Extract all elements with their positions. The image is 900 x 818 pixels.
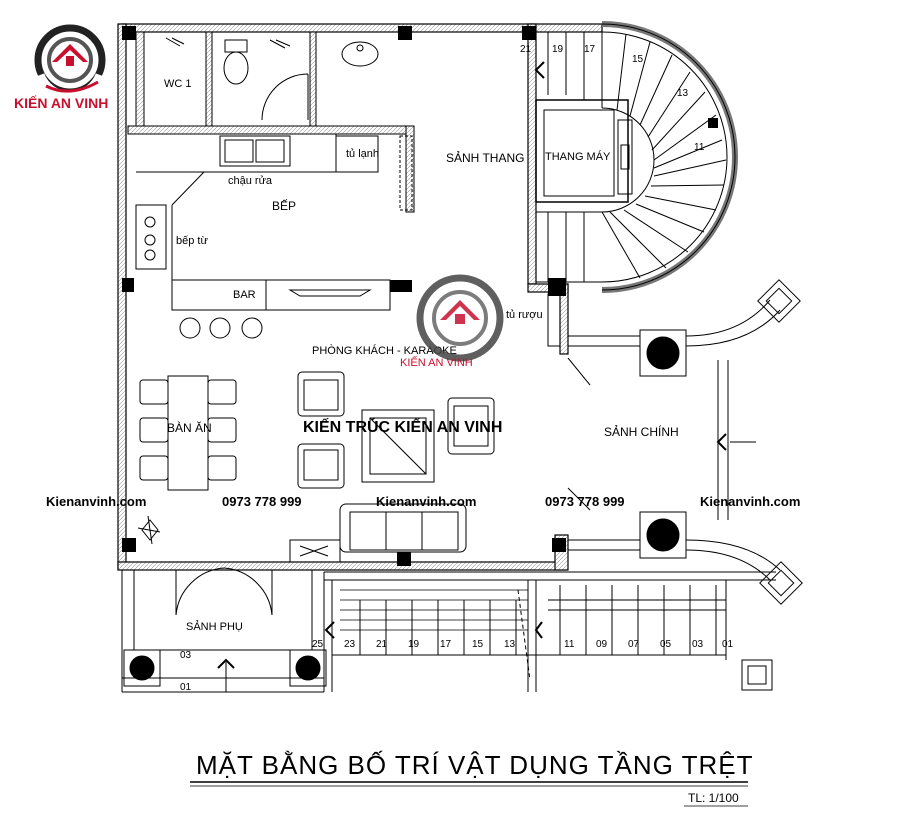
room-label-dining: BÀN ĂN xyxy=(167,420,212,435)
room-label-kitchen: BẾP xyxy=(272,198,296,213)
stair-step-label: 09 xyxy=(596,639,608,650)
room-label-sink: chậu rửa xyxy=(228,175,273,187)
room-label-bar: BAR xyxy=(233,289,256,301)
watermark-logo-text: KIẾN AN VINH xyxy=(400,356,473,369)
stair-step-label: 17 xyxy=(440,639,452,650)
room-label-elevator: THANG MÁY xyxy=(545,150,611,163)
side-lobby xyxy=(121,567,327,693)
stair-step-label: 13 xyxy=(677,88,689,99)
watermark-website: Kienanvinh.com xyxy=(700,494,800,509)
stair-step-label: 03 xyxy=(692,639,704,650)
stair-step-label: 21 xyxy=(520,44,532,55)
stair-step-label: 15 xyxy=(472,639,484,650)
stair-step-label: 11 xyxy=(564,639,575,650)
watermark-logo xyxy=(416,274,504,362)
drawing-scale: TL: 1/100 xyxy=(688,791,739,805)
wine-cabinet xyxy=(547,293,561,347)
kitchen xyxy=(135,125,415,339)
watermark-website: Kienanvinh.com xyxy=(46,494,146,509)
stair-step-label: 03 xyxy=(180,650,192,661)
room-label-wine-cabinet: tủ rượu xyxy=(506,309,543,321)
watermark-center-text: KIẾN TRÚC KIẾN AN VINH xyxy=(303,417,502,436)
dining-area xyxy=(137,375,237,545)
front-stairs xyxy=(323,571,776,692)
spiral-stair-numbers: 21 19 17 15 13 11 xyxy=(520,44,705,153)
room-label-side-lobby: SẢNH PHỤ xyxy=(186,620,243,633)
watermark-phone: 0973 778 999 xyxy=(222,494,302,509)
room-label-fridge: tủ lạnh xyxy=(346,148,379,160)
brand-logo-text: KIẾN AN VINH xyxy=(14,95,108,111)
stair-step-label: 01 xyxy=(722,639,734,650)
stair-step-label: 11 xyxy=(694,142,705,153)
room-label-cooktop: bếp từ xyxy=(176,235,208,247)
front-stair-numbers: 25 23 21 19 17 15 13 11 09 07 05 03 01 xyxy=(312,639,734,650)
stair-step-label: 25 xyxy=(312,639,324,650)
main-lobby xyxy=(568,279,803,605)
outer-walls xyxy=(117,23,603,571)
drawing-title: MẶT BẰNG BỐ TRÍ VẬT DỤNG TẦNG TRỆT xyxy=(196,750,753,780)
stair-step-label: 01 xyxy=(180,682,192,693)
stair-step-label: 07 xyxy=(628,639,640,650)
room-label-living: PHÒNG KHÁCH - KARAOKE xyxy=(312,344,457,357)
brand-logo xyxy=(34,24,106,101)
stair-step-label: 17 xyxy=(584,44,596,55)
stair-step-label: 05 xyxy=(660,639,672,650)
stair-step-label: 19 xyxy=(408,639,420,650)
living-room xyxy=(289,357,591,563)
stair-step-label: 21 xyxy=(376,639,388,650)
room-label-wc1: WC 1 xyxy=(164,78,192,90)
spiral-stair xyxy=(534,21,738,293)
room-label-stair-hall: SẢNH THANG xyxy=(446,150,524,165)
stair-step-label: 15 xyxy=(632,54,644,65)
stair-step-label: 23 xyxy=(344,639,356,650)
stair-step-label: 19 xyxy=(552,44,564,55)
room-label-main-lobby: SẢNH CHÍNH xyxy=(604,424,679,439)
elevator xyxy=(535,99,633,203)
watermark-website: Kienanvinh.com xyxy=(376,494,476,509)
stair-step-label: 13 xyxy=(504,639,516,650)
watermark-phone: 0973 778 999 xyxy=(545,494,625,509)
columns xyxy=(122,26,718,566)
